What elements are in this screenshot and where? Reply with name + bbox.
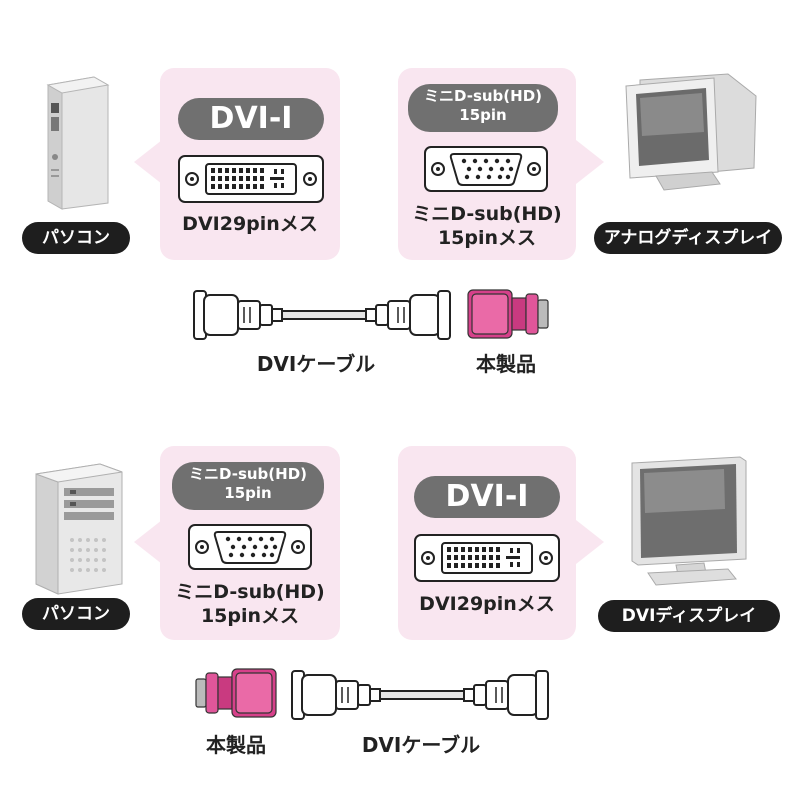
port-caption-dvi-top: DVI29pinメス xyxy=(182,213,318,235)
crt-monitor-icon xyxy=(625,73,757,191)
caption-line: ミニD-sub(HD) xyxy=(175,581,325,603)
dvi-port-icon xyxy=(414,534,560,582)
port-caption-dvi-bottom: DVI29pinメス xyxy=(419,593,555,615)
dvi-cable-icon[interactable] xyxy=(192,285,452,345)
caption-line: 15pinメス xyxy=(200,605,300,627)
dvi-i-pill: DVI-I xyxy=(178,98,324,140)
cable-label-bottom: DVIケーブル xyxy=(361,733,481,757)
pill-line: 15pin xyxy=(224,484,272,502)
device-label-pc-bottom: パソコン xyxy=(22,598,130,630)
vga-port-icon xyxy=(188,524,312,570)
port-caption-vga-bottom: ミニD-sub(HD) 15pinメス xyxy=(160,580,340,628)
vga-dvi-adapter-icon[interactable] xyxy=(194,667,278,719)
bubble-pointer xyxy=(134,520,162,564)
device-label-dvi-display: DVIディスプレイ xyxy=(598,600,780,632)
caption-line: ミニD-sub(HD) xyxy=(412,203,562,225)
pill-line: 15pin xyxy=(459,106,507,124)
product-label-top: 本製品 xyxy=(476,352,536,376)
bubble-pointer xyxy=(576,520,604,564)
device-label-analog-display: アナログディスプレイ xyxy=(594,222,782,254)
pill-line: ミニD-sub(HD) xyxy=(188,465,307,483)
bubble-pointer xyxy=(576,140,604,184)
vga-dvi-adapter-icon[interactable] xyxy=(466,288,550,340)
cable-label-top: DVIケーブル xyxy=(256,352,376,376)
caption-line: 15pinメス xyxy=(437,227,537,249)
dvi-i-pill: DVI-I xyxy=(414,476,560,518)
dvi-port-icon xyxy=(178,155,324,203)
dvi-cable-icon[interactable] xyxy=(290,665,550,725)
product-label-bottom: 本製品 xyxy=(206,733,266,757)
lcd-monitor-icon xyxy=(631,456,747,586)
vga-port-icon xyxy=(424,146,548,192)
bubble-pointer xyxy=(134,140,162,184)
mini-dsub-pill: ミニD-sub(HD) 15pin xyxy=(408,84,558,132)
desktop-pc-icon xyxy=(35,463,123,595)
mini-dsub-pill: ミニD-sub(HD) 15pin xyxy=(172,462,324,510)
tower-pc-icon xyxy=(46,76,110,210)
pill-line: ミニD-sub(HD) xyxy=(423,87,542,105)
device-label-pc-top: パソコン xyxy=(22,222,130,254)
port-caption-vga-top: ミニD-sub(HD) 15pinメス xyxy=(398,202,576,250)
